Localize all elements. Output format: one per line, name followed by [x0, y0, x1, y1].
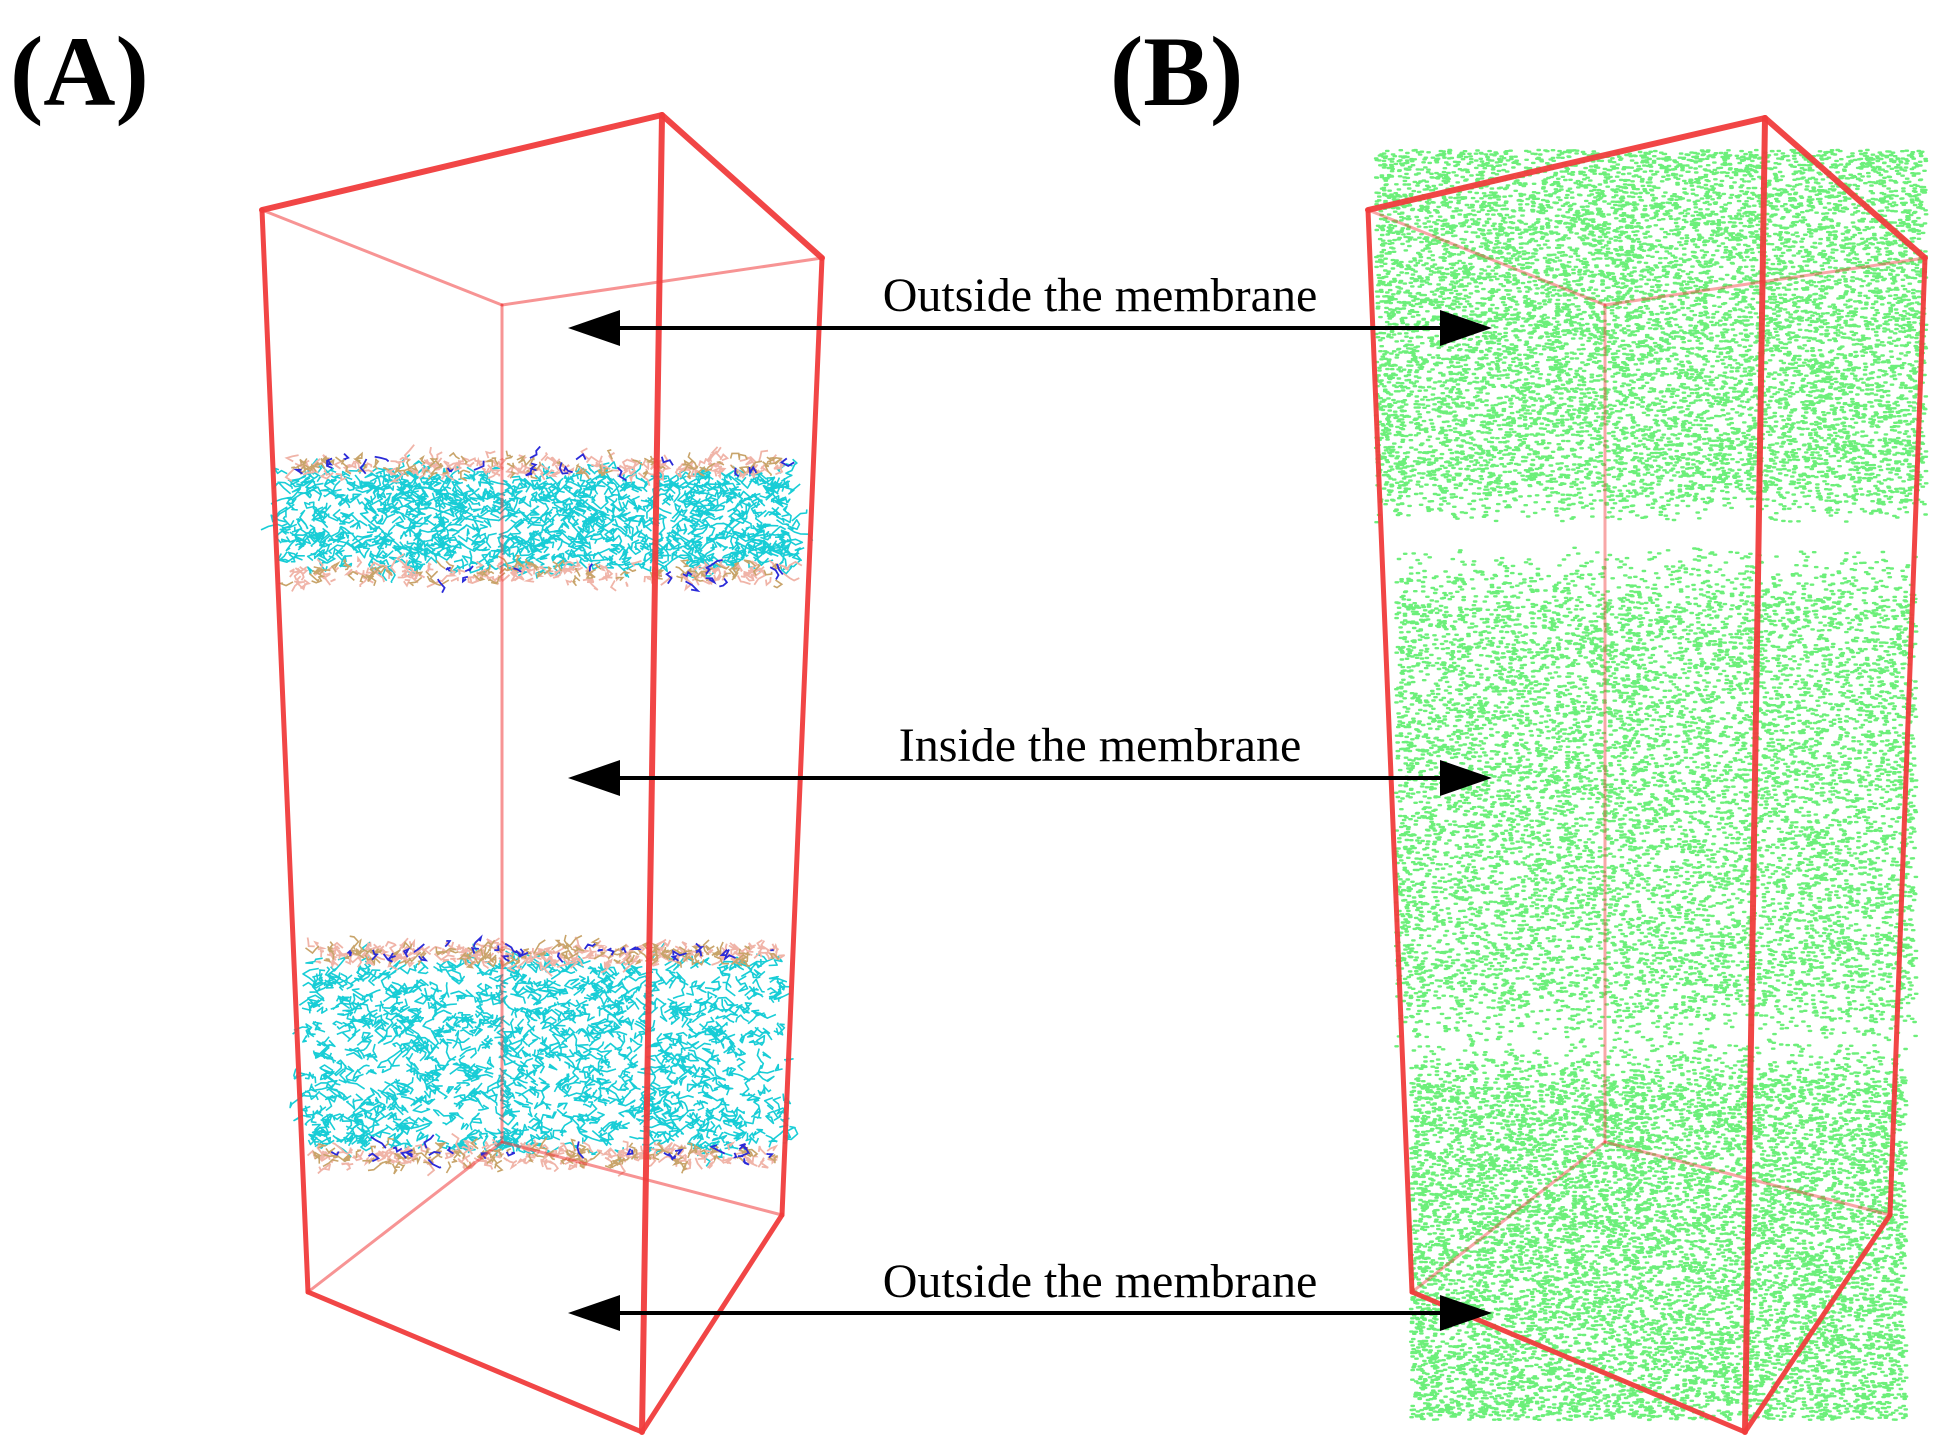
- arrow-head-right: [1440, 760, 1492, 796]
- panel-b-simulation-box: [1365, 115, 1929, 1435]
- box-edge: [779, 255, 825, 1218]
- water-molecules: [1408, 1040, 1909, 1422]
- lipid-bilayer-bottom: [289, 934, 799, 1177]
- lipid-tails: [260, 454, 814, 584]
- box-edge: [639, 112, 665, 1435]
- lipid-nitrogen: [330, 934, 774, 1169]
- water-slab-top: [1373, 148, 1929, 524]
- box-edge: [306, 1140, 504, 1294]
- box-edge: [1742, 115, 1768, 1435]
- box-edge: [305, 1289, 645, 1435]
- water-slab-middle: [1393, 546, 1919, 1048]
- water-molecules: [1373, 148, 1929, 524]
- arrow-outside-bottom: [568, 1295, 1492, 1331]
- water-slab-bottom: [1408, 1040, 1909, 1422]
- box-edge: [1366, 208, 1607, 307]
- box-edge: [1742, 1212, 1893, 1435]
- box-edge: [259, 207, 311, 1295]
- panel-a-label: (A): [10, 16, 149, 127]
- box-a-edges: [259, 112, 825, 1435]
- arrow-head-left: [568, 760, 620, 796]
- box-edge: [659, 112, 825, 261]
- box-edge: [1762, 115, 1928, 261]
- lipid-tails: [289, 941, 799, 1167]
- arrow-outside-top: [568, 310, 1492, 346]
- region-label-outside-bottom: Outside the membrane: [882, 1255, 1318, 1308]
- arrow-head-left: [568, 310, 620, 346]
- arrow-inside: [568, 760, 1492, 796]
- panel-b-label: (B): [1110, 16, 1244, 127]
- box-edge: [1410, 1140, 1607, 1294]
- box-edge: [260, 208, 504, 307]
- box-edge: [1887, 255, 1928, 1218]
- box-edge: [500, 1140, 784, 1217]
- arrow-head-right: [1440, 1295, 1492, 1331]
- box-edge: [1365, 115, 1768, 213]
- lipid-bilayer-top: [260, 444, 814, 594]
- region-label-inside: Inside the membrane: [898, 719, 1302, 772]
- box-edge: [639, 1212, 785, 1435]
- lipid-nitrogen: [293, 445, 795, 594]
- arrow-head-left: [568, 1295, 620, 1331]
- region-arrows: [568, 310, 1492, 1331]
- box-edge: [1365, 207, 1415, 1295]
- water-molecules: [1393, 546, 1919, 1048]
- arrow-head-right: [1440, 310, 1492, 346]
- box-edge: [259, 112, 665, 213]
- panel-a-simulation-box: [259, 112, 825, 1435]
- region-label-outside-top: Outside the membrane: [882, 269, 1318, 322]
- box-b-edges: [1365, 115, 1928, 1435]
